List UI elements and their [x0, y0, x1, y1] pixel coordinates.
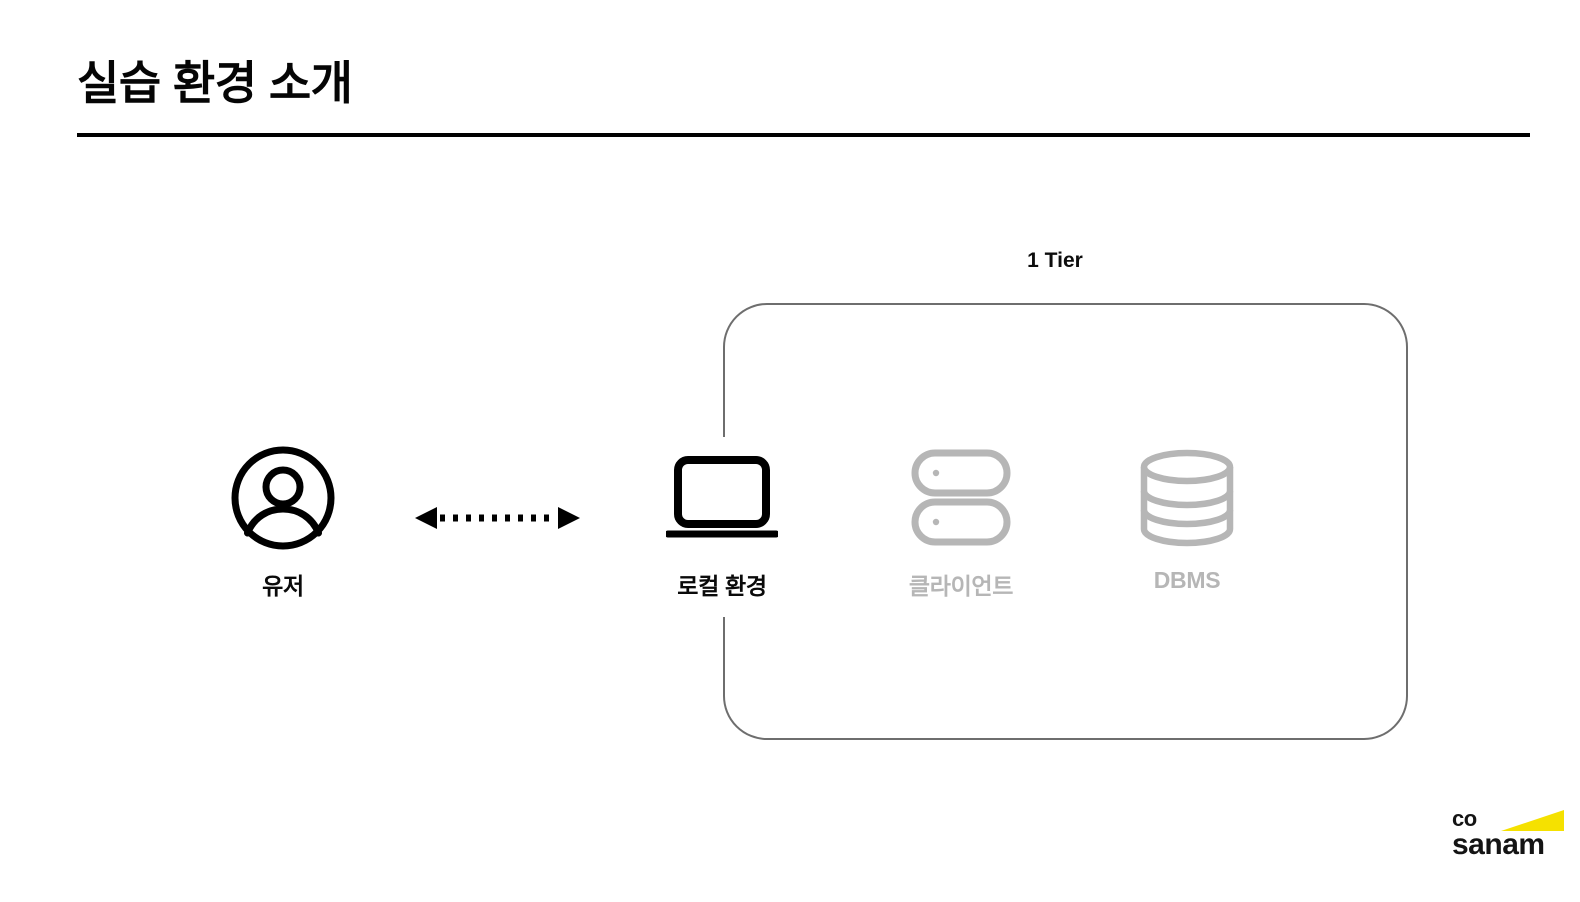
node-dbms-label: DBMS — [1153, 567, 1221, 593]
brand-logo: co sanam — [1452, 806, 1564, 868]
node-user-label: 유저 — [262, 573, 304, 599]
tier-label: 1 Tier — [1027, 249, 1083, 272]
database-cylinder-icon — [1087, 443, 1287, 553]
user-circle-icon — [183, 443, 383, 553]
node-client[interactable]: 클라이언트 — [861, 443, 1061, 601]
arrowhead-left-icon — [415, 507, 437, 529]
node-dbms[interactable]: DBMS — [1087, 443, 1287, 594]
title-underline-rule — [77, 133, 1530, 137]
arrowhead-right-icon — [558, 507, 580, 529]
logo-text-sanam: sanam — [1452, 828, 1545, 861]
server-stack-icon — [861, 443, 1061, 553]
tier-boundary-box — [723, 303, 1408, 740]
logo-wedge-icon — [1501, 810, 1564, 831]
node-client-label: 클라이언트 — [908, 573, 1014, 599]
laptop-icon — [622, 443, 822, 553]
logo-text-co: co — [1452, 806, 1477, 831]
connector-user-local — [415, 500, 580, 536]
page-title: 실습 환경 소개 — [77, 57, 353, 109]
node-user[interactable]: 유저 — [183, 443, 383, 601]
node-local-environment[interactable]: 로컬 환경 — [622, 443, 822, 601]
node-local-environment-label: 로컬 환경 — [677, 573, 767, 599]
